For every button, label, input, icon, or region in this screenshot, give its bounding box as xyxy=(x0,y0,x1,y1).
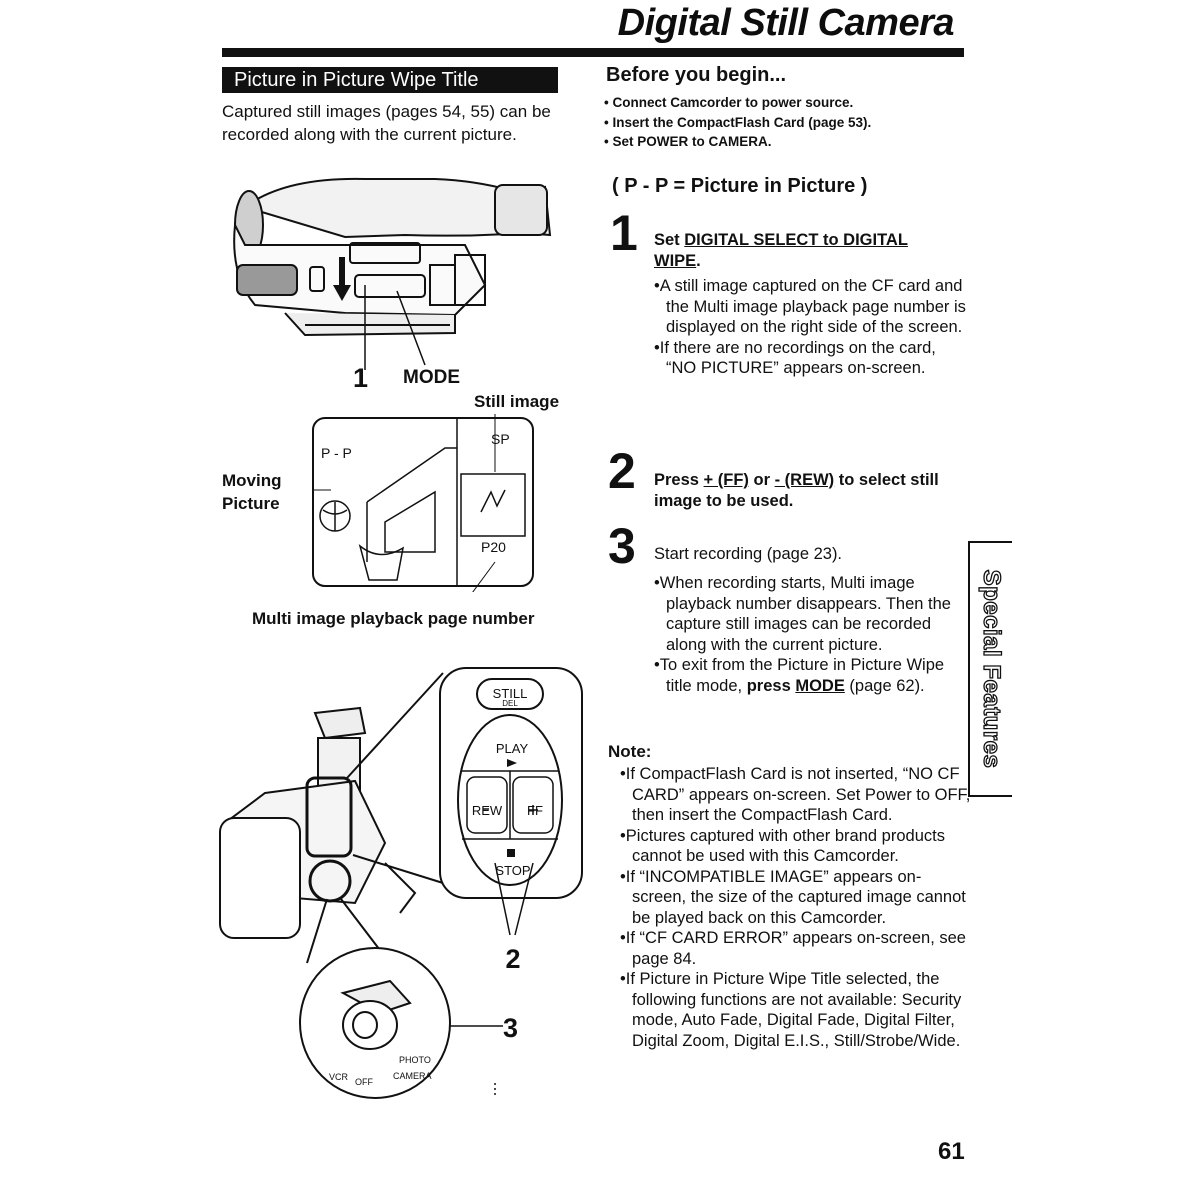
step-2-pre: Press xyxy=(654,471,704,489)
before-item: Set POWER to CAMERA. xyxy=(604,132,871,152)
ff-label: FF xyxy=(527,803,543,818)
pp-heading: ( P - P = Picture in Picture ) xyxy=(612,175,868,197)
step-2-number: 2 xyxy=(608,443,636,499)
stop-label: STOP xyxy=(495,863,530,878)
callout-1: 1 xyxy=(353,363,368,393)
page-number: 61 xyxy=(938,1138,965,1165)
sp-label: SP xyxy=(491,431,510,447)
moving-picture-label-line1: Moving xyxy=(222,471,282,490)
vcr-label: VCR xyxy=(329,1072,349,1082)
section-title: Picture in Picture Wipe Title xyxy=(222,67,558,93)
step-1-instruction: Set DIGITAL SELECT to DIGITAL WIPE. xyxy=(654,230,954,272)
play-label: PLAY xyxy=(496,741,529,756)
step-2-instruction: Press + (FF) or - (REW) to select still … xyxy=(654,470,959,512)
photo-label: PHOTO xyxy=(399,1055,431,1065)
note-heading: Note: xyxy=(608,742,652,761)
screen-diagram: P - P SP P20 xyxy=(312,414,534,592)
note-item: Pictures captured with other brand produ… xyxy=(620,826,972,867)
step-1-post: . xyxy=(696,252,701,270)
step-1-bullets: A still image captured on the CF card an… xyxy=(654,276,966,379)
del-label: DEL xyxy=(502,699,518,708)
still-button-label: STILL xyxy=(493,686,528,701)
step-1-bullet: A still image captured on the CF card an… xyxy=(654,276,966,338)
before-list: Connect Camcorder to power source. Inser… xyxy=(604,93,871,152)
rew-key: - (REW) xyxy=(774,471,835,489)
step-1-pre: Set xyxy=(654,231,685,249)
step-3-bullets: When recording starts, Multi image playb… xyxy=(654,573,966,696)
multi-image-caption: Multi image playback page number xyxy=(252,609,535,628)
step-2-or: or xyxy=(748,471,775,489)
step-1-number: 1 xyxy=(610,205,638,261)
before-heading: Before you begin... xyxy=(606,64,787,86)
p20-label: P20 xyxy=(481,539,506,555)
exit-press: press xyxy=(746,676,796,695)
section-side-tab: Special Features xyxy=(968,541,1012,797)
note-item: If “INCOMPATIBLE IMAGE” appears on-scree… xyxy=(620,867,972,929)
note-item: If CompactFlash Card is not inserted, “N… xyxy=(620,764,972,826)
step-3-bullet: When recording starts, Multi image playb… xyxy=(654,573,966,655)
controls-figure: STILL DEL PLAY REW FF STOP 2 3 VCR OFF P… xyxy=(219,667,583,1099)
mode-key: MODE xyxy=(795,676,845,695)
step-1-setting: DIGITAL SELECT to DIGITAL WIPE xyxy=(654,231,908,270)
note-list: If CompactFlash Card is not inserted, “N… xyxy=(620,764,972,1051)
note-item: If Picture in Picture Wipe Title selecte… xyxy=(620,969,972,1051)
moving-picture-label-line2: Picture xyxy=(222,494,280,513)
page-title: Digital Still Camera xyxy=(617,2,955,44)
step-2-post: to select still image to be used. xyxy=(654,471,939,510)
step-1-bullet: If there are no recordings on the card, … xyxy=(654,338,966,379)
before-item: Insert the CompactFlash Card (page 53). xyxy=(604,113,871,133)
callout-2: 2 xyxy=(505,944,520,974)
camcorder-side-figure: 1 MODE xyxy=(233,177,552,393)
side-tab-label: Special Features xyxy=(977,569,1005,769)
off-label: OFF xyxy=(355,1077,373,1087)
exit-text: To exit from the Picture in Picture Wipe… xyxy=(659,656,945,695)
still-image-label: Still image xyxy=(474,392,560,411)
rew-label: REW xyxy=(472,803,503,818)
step-3-exit-bullet: To exit from the Picture in Picture Wipe… xyxy=(654,655,966,696)
before-item: Connect Camcorder to power source. xyxy=(604,93,871,113)
camera-label: CAMERA xyxy=(393,1071,432,1081)
note-item: If “CF CARD ERROR” appears on-screen, se… xyxy=(620,928,972,969)
pp-label: P - P xyxy=(321,445,352,461)
ff-key: + (FF) xyxy=(703,471,749,489)
intro-text: Captured still images (pages 54, 55) can… xyxy=(222,102,551,144)
step-3-instruction: Start recording (page 23). xyxy=(654,545,843,563)
callout-mode: MODE xyxy=(403,367,460,388)
exit-post: (page 62). xyxy=(844,676,925,695)
step-3-number: 3 xyxy=(608,518,636,574)
title-rule xyxy=(222,48,964,57)
callout-3: 3 xyxy=(503,1013,518,1043)
